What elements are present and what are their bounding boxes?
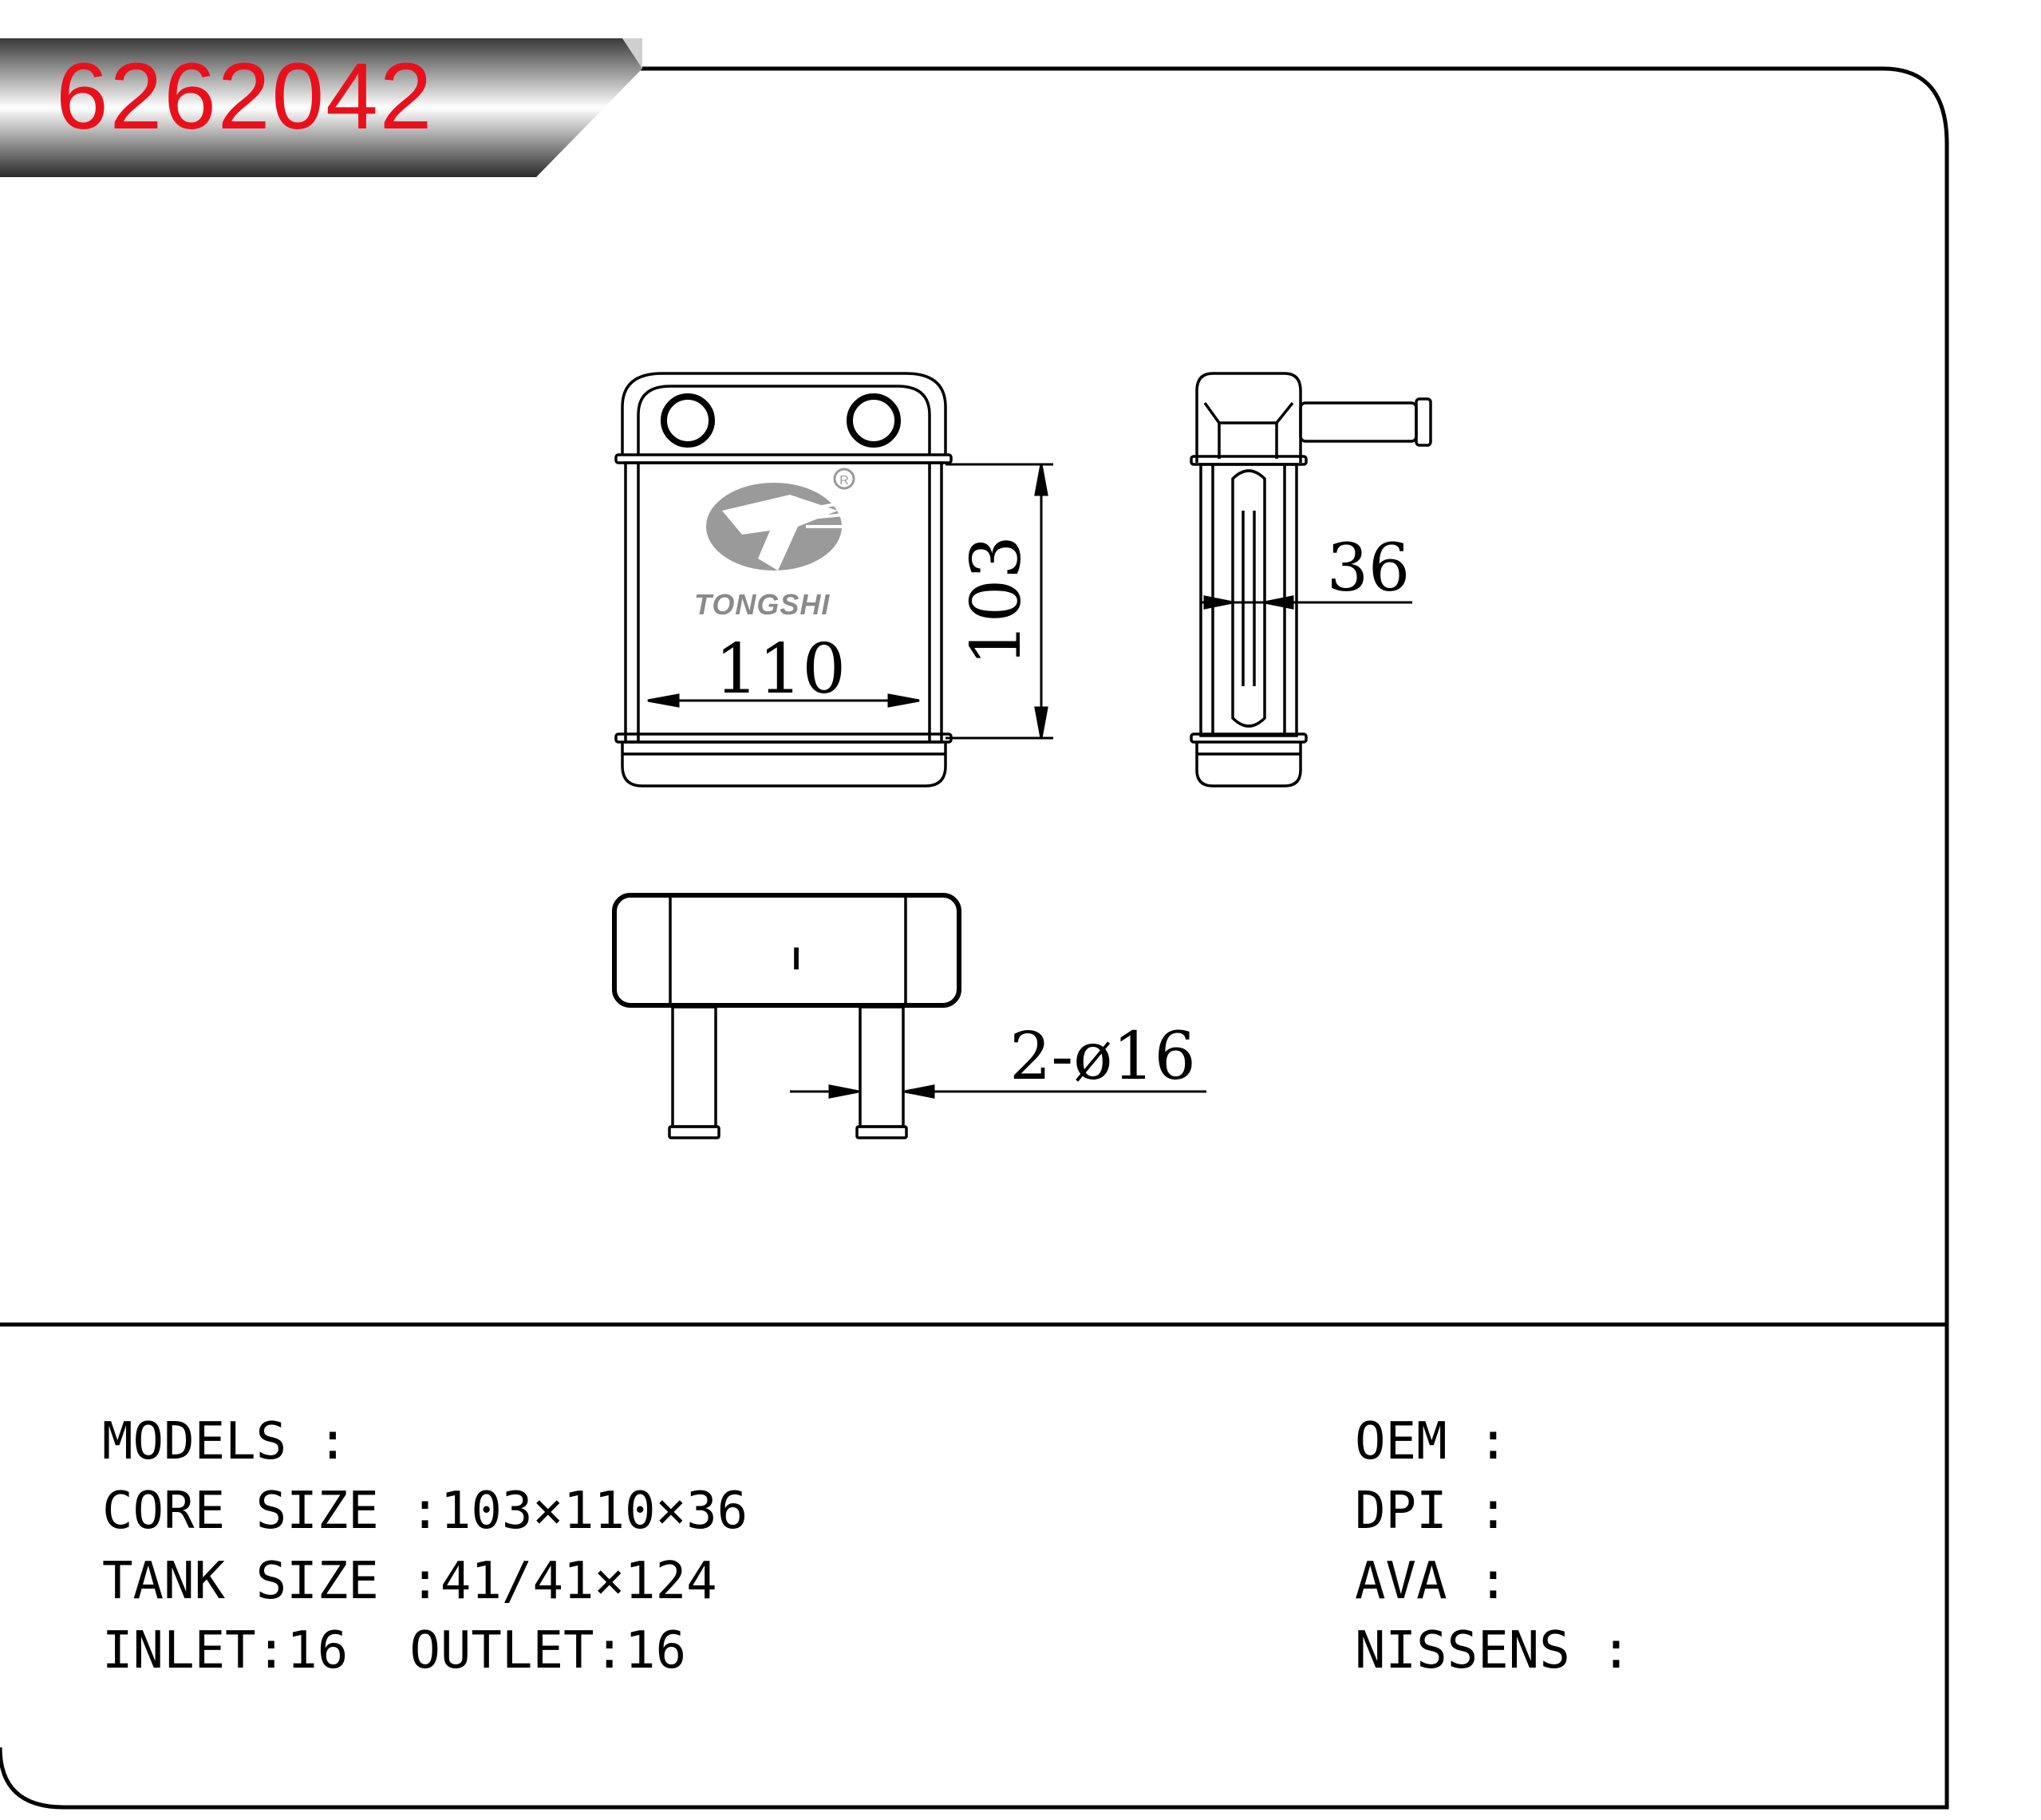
sheet-border [0,66,1949,1810]
depth-label: 36 [1327,531,1410,606]
logo-text: TONGSHI [694,588,830,621]
dimension-pipes [790,1084,1206,1099]
dimension-height [945,463,1053,740]
tongshi-logo: R TONGSHI [694,468,855,621]
front-view [614,372,953,788]
ref-ava: AVA : [1355,1552,1509,1611]
spec-inlet-outlet: INLET:16 OUTLET:16 [102,1621,687,1680]
header-banner-fold [622,38,642,69]
spec-core-size: CORE SIZE :103×110×36 [102,1482,748,1541]
ref-nissens: NISSENS : [1355,1621,1632,1680]
bottom-view [612,893,961,1139]
height-label: 103 [957,535,1036,666]
registered-mark-icon: R [839,474,849,488]
side-view [1190,372,1432,788]
spec-models: MODELS : [102,1412,349,1471]
tank-mark: I [792,942,800,977]
ref-oem: OEM : [1355,1412,1509,1471]
width-label: 110 [715,630,846,709]
ref-dpi: DPI : [1355,1482,1509,1541]
header-banner [0,38,642,177]
dimension-depth [1201,595,1412,610]
dimension-width [647,693,920,708]
pipes-label: 2-ø16 [1009,1019,1196,1095]
part-number: 6262042 [56,44,434,149]
spec-tank-size: TANK SIZE :41/41×124 [102,1552,717,1611]
